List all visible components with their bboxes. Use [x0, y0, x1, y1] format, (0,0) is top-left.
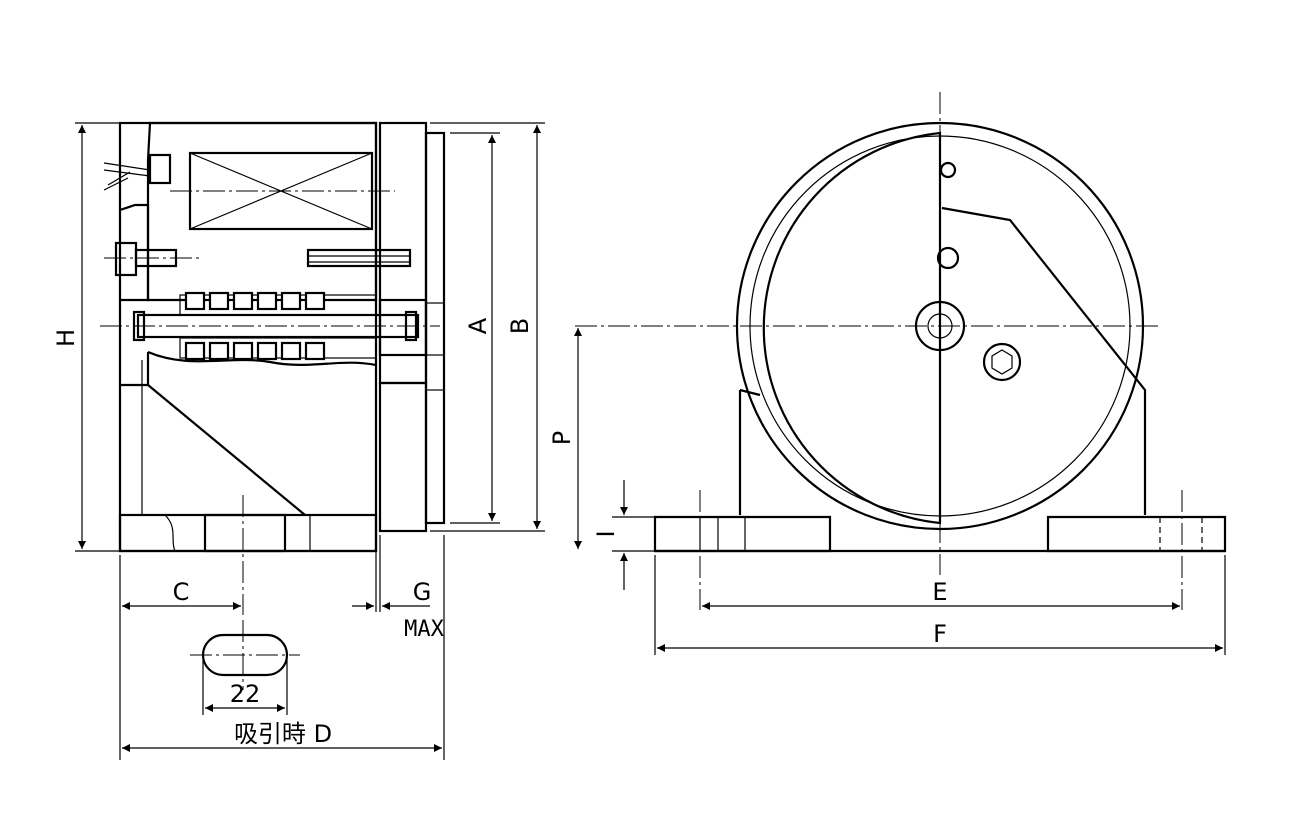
friction-disc: [424, 131, 446, 525]
drum-section-half: [762, 131, 942, 525]
dim-label-P: P: [548, 431, 576, 445]
dim-label-A: A: [464, 317, 492, 334]
dim-label-G-max: MAX: [404, 617, 444, 642]
dim-label-I: I: [592, 530, 620, 537]
front-view: P I E F: [548, 92, 1227, 655]
dim-label-B: B: [506, 318, 534, 334]
dim-label-C: C: [173, 578, 190, 606]
hex-bolt: [982, 342, 1022, 382]
dim-label-D: 吸引時 D: [234, 720, 332, 748]
side-section-view: H A B C G MAX 22 吸引時 D: [52, 121, 545, 760]
dim-label-slot-width: 22: [230, 680, 261, 708]
dim-label-E: E: [932, 578, 947, 606]
spring-set: [179, 291, 377, 361]
yoke-section: [146, 121, 378, 302]
dim-label-F: F: [933, 620, 947, 648]
dim-label-G: G: [413, 578, 432, 606]
base-plate: [653, 515, 832, 553]
armature-plate: [378, 121, 428, 385]
dim-label-H: H: [52, 329, 80, 347]
